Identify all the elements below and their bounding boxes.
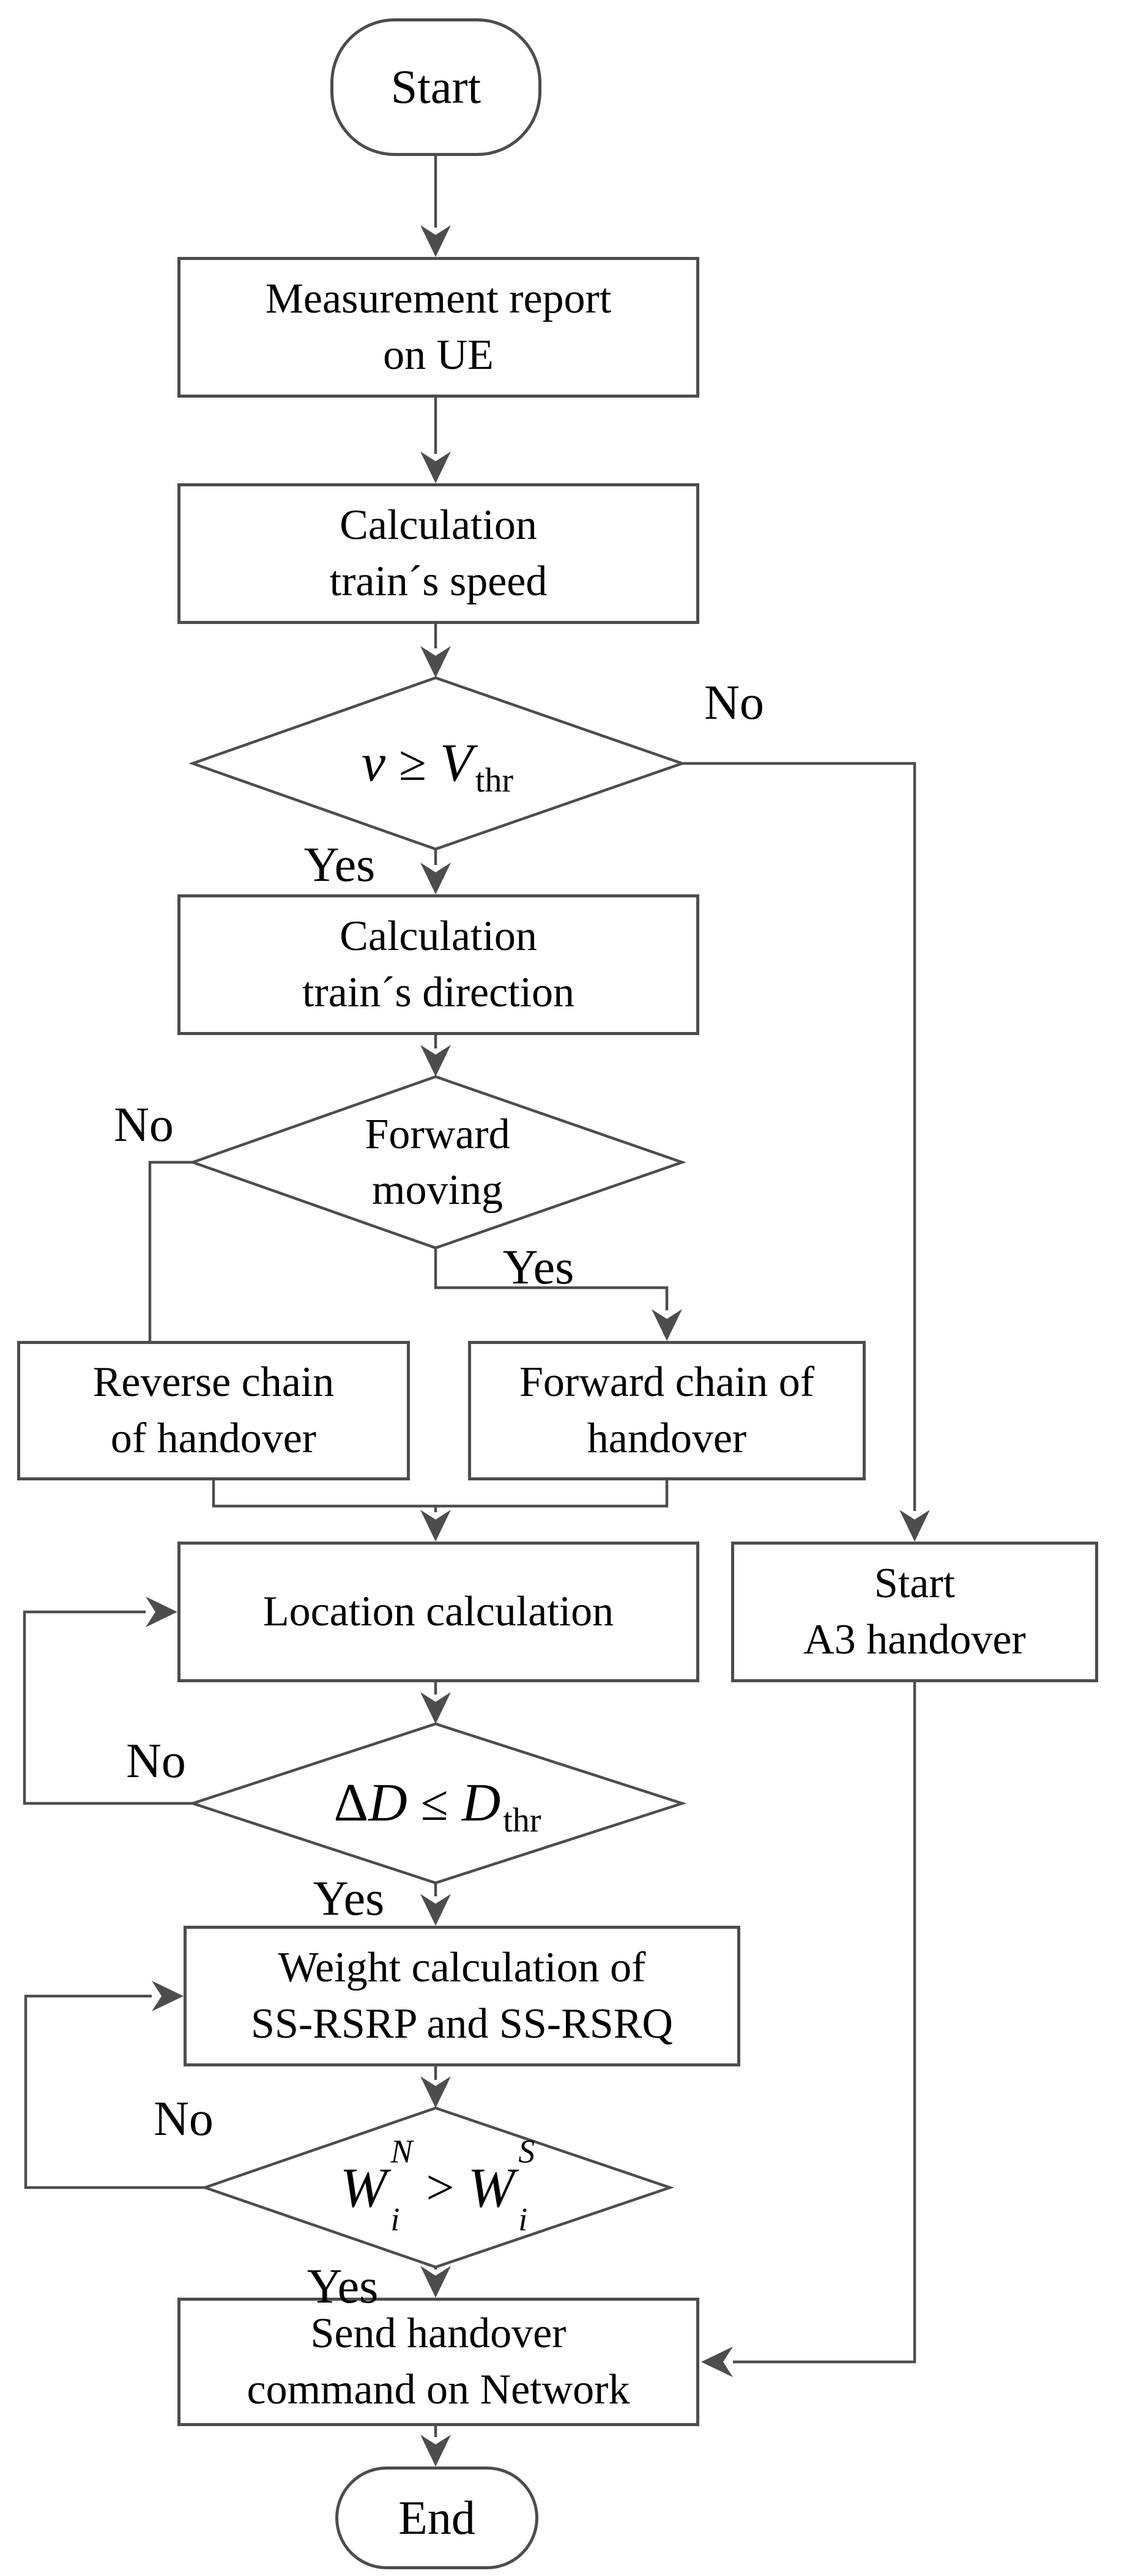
node-weight-calc: Weight calculation of SS-RSRP and SS-RSR… xyxy=(184,1926,740,2066)
node-forward-chain-line1: Forward chain of xyxy=(519,1358,815,1406)
formula-weight-operator: > xyxy=(426,2159,455,2215)
formula-speed-operator: ≥ xyxy=(399,735,427,791)
label-weight-yes: Yes xyxy=(307,2260,379,2314)
formula-weight-rhs-scripts: S i xyxy=(518,2135,535,2236)
formula-weight-lhs: W xyxy=(340,2156,387,2219)
formula-distance-operator: ≤ xyxy=(420,1775,448,1831)
node-location-calc-label: Location calculation xyxy=(262,1587,614,1635)
formula-weight-lhs-scripts: N i xyxy=(390,2135,412,2236)
arrowhead-into-forward-chain xyxy=(652,1309,682,1341)
decision-weight-shape xyxy=(201,2106,675,2269)
formula-weight-rhs: W xyxy=(467,2156,515,2219)
decision-distance-shape xyxy=(188,1722,687,1885)
formula-weight-rhs-superscript: S xyxy=(518,2132,535,2170)
arrowhead-into-location xyxy=(420,1510,451,1542)
label-speed-yes: Yes xyxy=(303,838,376,892)
node-start-a3-line2: A3 handover xyxy=(803,1616,1026,1663)
arrowhead-into-decision-speed xyxy=(420,646,451,678)
node-forward-chain: Forward chain of handover xyxy=(468,1341,866,1480)
decision-direction-shape xyxy=(188,1075,686,1250)
node-calc-speed: Calculation train´s speed xyxy=(177,483,699,624)
decision-speed-shape xyxy=(188,676,686,851)
node-measurement-report: Measurement report on UE xyxy=(177,257,699,398)
node-weight-calc-line2: SS-RSRP and SS-RSRQ xyxy=(251,2000,673,2047)
decision-direction-line1: Forward xyxy=(365,1111,510,1158)
arrowhead-into-weight xyxy=(420,1894,451,1926)
arrowhead-into-end xyxy=(420,2435,451,2467)
arrowhead-loop-into-location xyxy=(146,1597,177,1627)
formula-distance-rhs: D xyxy=(461,1773,501,1833)
arrowhead-into-measurement xyxy=(420,225,451,257)
formula-speed-lhs: v xyxy=(361,733,386,793)
node-reverse-chain: Reverse chain of handover xyxy=(17,1341,410,1480)
decision-weight-formula: W N i > W S i xyxy=(205,2108,670,2267)
arrowhead-into-direction xyxy=(420,863,451,894)
label-weight-no: No xyxy=(154,2092,214,2146)
node-send-handover-line1: Send handover xyxy=(310,2309,567,2357)
label-direction-no: No xyxy=(114,1098,174,1152)
formula-distance-lhs: D xyxy=(368,1773,407,1833)
arrowhead-loop-into-weight xyxy=(152,1981,184,2011)
node-start-label: Start xyxy=(390,60,481,114)
arrowhead-into-speed xyxy=(420,451,451,483)
arrowhead-into-decision-weight xyxy=(420,2076,451,2108)
node-measurement-report-line1: Measurement report xyxy=(265,275,612,322)
connector-a3-to-send xyxy=(733,1682,916,2364)
arrowhead-into-decision-direction xyxy=(420,1045,451,1077)
node-start: Start xyxy=(330,18,541,156)
formula-weight-rhs-subscript: i xyxy=(518,2200,528,2238)
arrowhead-into-start-a3 xyxy=(899,1510,930,1542)
node-calc-direction-line1: Calculation xyxy=(340,912,537,960)
formula-distance-delta: Δ xyxy=(333,1773,369,1833)
formula-weight-lhs-superscript: N xyxy=(390,2132,413,2170)
decision-speed-formula: v ≥ V thr xyxy=(193,678,682,849)
node-send-handover: Send handover command on Network xyxy=(177,2298,699,2426)
label-distance-yes: Yes xyxy=(313,1872,385,1926)
formula-speed-rhs: V xyxy=(440,733,473,793)
formula-speed-rhs-subscript: thr xyxy=(475,762,514,800)
node-measurement-report-line2: on UE xyxy=(383,332,494,379)
connector-decision-speed-no xyxy=(682,762,916,1511)
node-calc-speed-line1: Calculation xyxy=(340,501,537,549)
node-end: End xyxy=(335,2467,538,2569)
node-weight-calc-line1: Weight calculation of xyxy=(278,1943,646,1991)
connector-decision-direction-yes xyxy=(434,1248,669,1310)
formula-distance-rhs-subscript: thr xyxy=(503,1802,541,1839)
arrowhead-into-decision-distance xyxy=(420,1692,451,1724)
node-forward-chain-line2: handover xyxy=(587,1415,747,1462)
node-start-a3: Start A3 handover xyxy=(731,1542,1098,1682)
node-start-a3-line1: Start xyxy=(874,1559,956,1607)
node-end-label: End xyxy=(398,2490,475,2544)
decision-direction-text: Forward moving xyxy=(193,1077,682,1248)
connector-weight-no-loop xyxy=(24,1994,205,2189)
label-speed-no: No xyxy=(704,676,764,730)
connector-distance-no-loop xyxy=(23,1610,193,1805)
node-location-calc: Location calculation xyxy=(177,1542,699,1682)
node-calc-direction-line2: train´s direction xyxy=(302,969,575,1016)
arrowhead-a3-into-send xyxy=(701,2347,733,2377)
decision-direction-line2: moving xyxy=(372,1167,503,1214)
label-distance-no: No xyxy=(126,1734,186,1788)
connector-decision-direction-no xyxy=(148,1160,193,1341)
node-reverse-chain-line2: of handover xyxy=(110,1415,317,1462)
node-reverse-chain-line1: Reverse chain xyxy=(92,1358,335,1406)
node-calc-direction: Calculation train´s direction xyxy=(177,894,699,1035)
node-calc-speed-line2: train´s speed xyxy=(329,558,548,605)
arrowhead-into-send xyxy=(420,2266,451,2298)
label-direction-yes: Yes xyxy=(502,1241,574,1294)
formula-weight-lhs-subscript: i xyxy=(390,2200,400,2238)
node-send-handover-line2: command on Network xyxy=(247,2366,630,2413)
